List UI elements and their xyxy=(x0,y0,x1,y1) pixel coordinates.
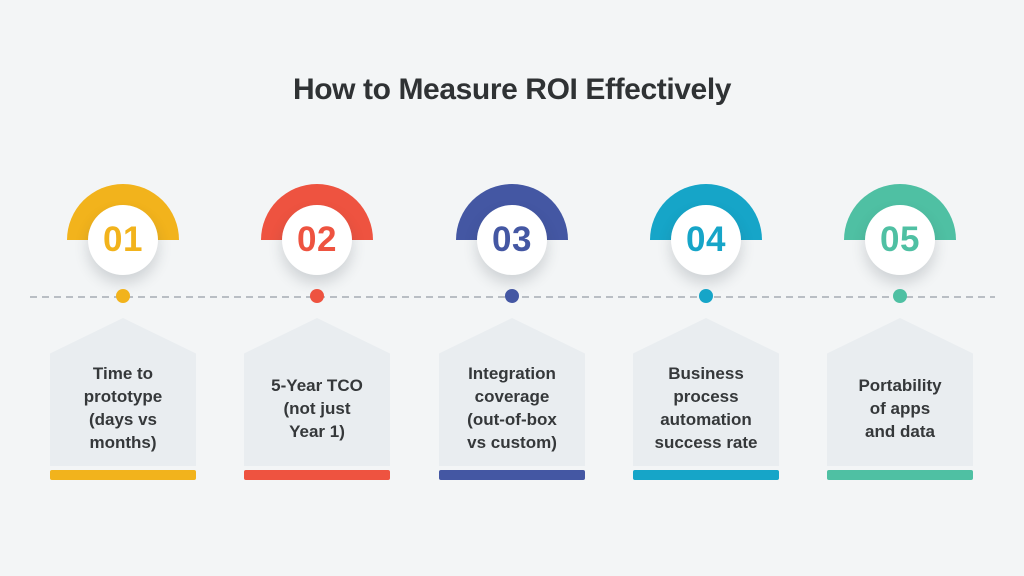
step-accent-bar xyxy=(827,470,973,480)
step-card: Business process automation success rate xyxy=(633,318,779,466)
step-card-label: Portability of apps and data xyxy=(858,375,942,441)
step-card-label: Business process automation success rate xyxy=(654,364,758,452)
step-number: 04 xyxy=(686,220,726,259)
step-card-label: Time to prototype (days vs months) xyxy=(83,364,163,452)
step-card-label: 5-Year TCO (not just Year 1) xyxy=(271,375,363,441)
step-accent-bar xyxy=(633,470,779,480)
step-accent-bar xyxy=(50,470,196,480)
step-number: 01 xyxy=(103,220,143,259)
step-item: 03 Integration coverage (out-of-box vs c… xyxy=(439,184,585,484)
timeline-dot-icon xyxy=(116,289,130,303)
page-title: How to Measure ROI Effectively xyxy=(292,73,732,106)
step-number: 05 xyxy=(880,220,920,259)
step-number-circle: 04 xyxy=(671,205,741,275)
step-card: Time to prototype (days vs months) xyxy=(50,318,196,466)
timeline-dot-icon xyxy=(505,289,519,303)
step-number: 03 xyxy=(492,220,532,259)
step-number-circle: 01 xyxy=(88,205,158,275)
step-number-circle: 03 xyxy=(477,205,547,275)
step-item: 01 Time to prototype (days vs months) xyxy=(50,184,196,484)
step-number-circle: 05 xyxy=(865,205,935,275)
timeline-dot-icon xyxy=(893,289,907,303)
step-accent-bar xyxy=(439,470,585,480)
step-number: 02 xyxy=(297,220,337,259)
step-item: 04 Business process automation success r… xyxy=(633,184,779,484)
timeline-dot-icon xyxy=(699,289,713,303)
step-number-circle: 02 xyxy=(282,205,352,275)
step-card: Portability of apps and data xyxy=(827,318,973,466)
step-card: 5-Year TCO (not just Year 1) xyxy=(244,318,390,466)
step-item: 02 5-Year TCO (not just Year 1) xyxy=(244,184,390,484)
step-card: Integration coverage (out-of-box vs cust… xyxy=(439,318,585,466)
step-card-label: Integration coverage (out-of-box vs cust… xyxy=(467,364,557,452)
step-accent-bar xyxy=(244,470,390,480)
timeline-dot-icon xyxy=(310,289,324,303)
step-item: 05 Portability of apps and data xyxy=(827,184,973,484)
